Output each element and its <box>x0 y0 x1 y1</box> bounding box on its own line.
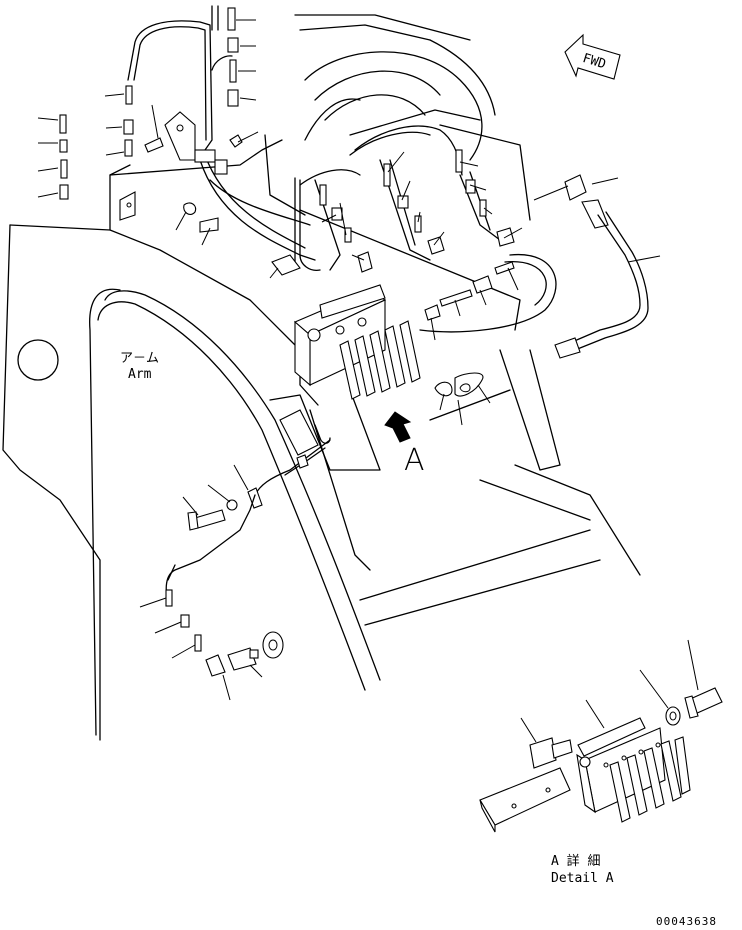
arm-label-en: Arm <box>128 367 152 382</box>
drawing-number: 00043638 <box>656 915 717 928</box>
view-a-label: A <box>404 443 425 478</box>
mid-area-parts <box>165 409 331 677</box>
view-arrow-icon <box>384 411 412 443</box>
fittings-upper-left <box>59 7 301 276</box>
detail-a-label-en: Detail A <box>551 871 614 886</box>
leader-lines <box>37 19 699 743</box>
fwd-arrow-icon: FWD <box>564 33 621 80</box>
tire-shape <box>304 51 483 161</box>
arm-label-jp: ア－ム <box>120 351 159 366</box>
fwd-label: FWD <box>581 51 608 72</box>
boom-structure <box>2 14 531 741</box>
detail-a-label-jp: A 詳 細 <box>551 853 600 869</box>
fittings-upper-center <box>319 149 587 273</box>
detail-a-illustration <box>479 687 723 833</box>
distributor-block <box>293 261 515 400</box>
arm-body <box>17 288 641 736</box>
right-hose <box>554 199 649 359</box>
